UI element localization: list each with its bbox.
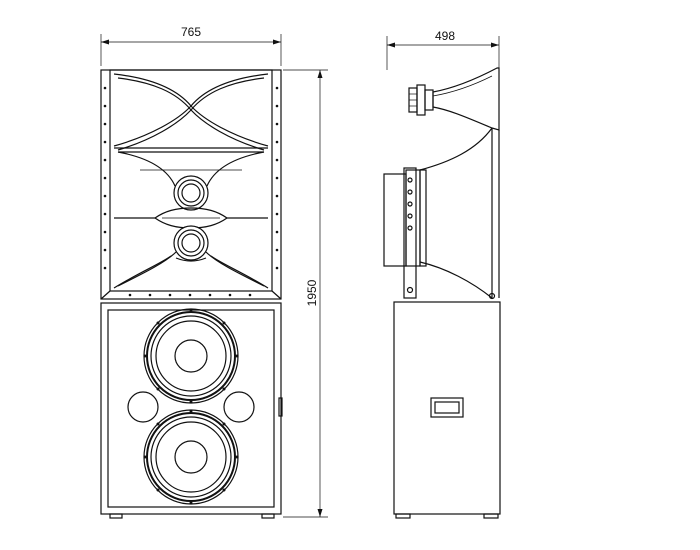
hf-horn-wings [113,73,269,151]
bass-port-right [223,391,255,423]
woofer-upper [143,308,239,404]
phase-plug-center [114,207,268,229]
mounting-screws-right [275,86,279,270]
woofer-lower [143,409,239,505]
cabinet-feet-front [109,513,275,519]
dimension-label-width: 765 [181,25,201,39]
dimension-label-depth: 498 [435,29,455,43]
mid-driver-lower [173,225,209,261]
front-sub-cabinet [100,302,283,519]
mid-horn-upper-flare [114,147,268,187]
bass-port-left [127,391,159,423]
mounting-screws-bottom [128,293,252,297]
mid-driver-upper [173,175,209,211]
rigging-bracket [403,167,496,300]
dimension-depth-side: 498 [386,29,500,70]
hf-driver-side [408,84,434,116]
mounting-screws-left [103,86,107,270]
side-horn-view [383,67,501,519]
dimension-height: 1950 [283,69,328,518]
side-sub-cabinet [393,301,501,519]
dimension-label-height: 1950 [305,279,319,306]
dimension-width-front: 765 [100,25,282,66]
mid-horn-lower-flare [113,251,269,289]
front-top-cabinet [100,69,282,300]
